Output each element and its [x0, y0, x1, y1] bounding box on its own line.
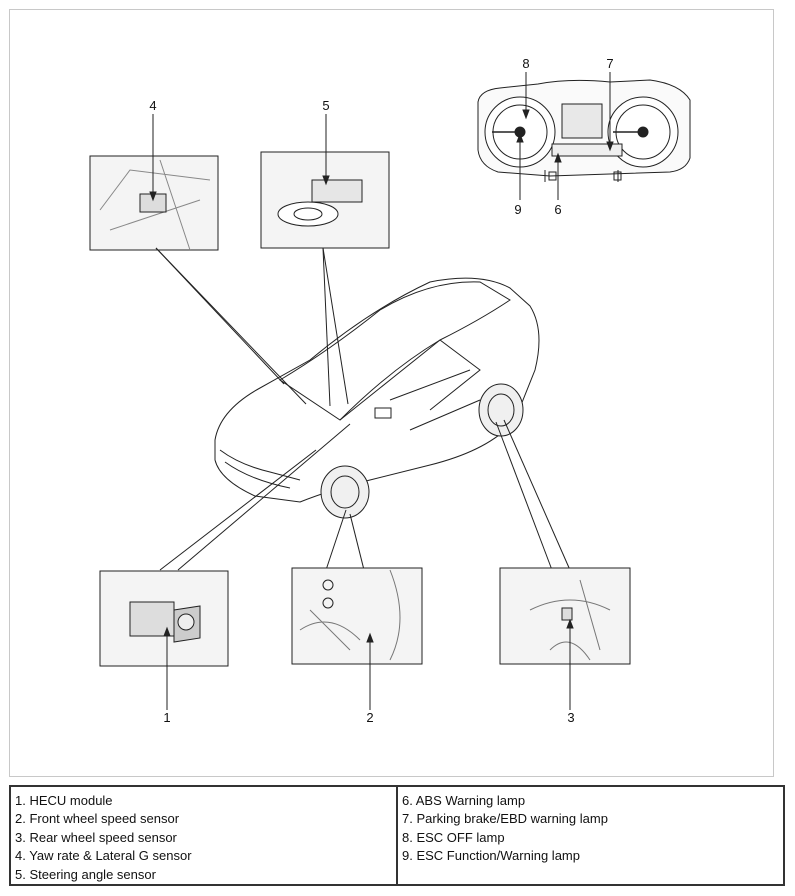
callout-4: 4	[149, 98, 156, 113]
legend-item: 6. ABS Warning lamp	[402, 793, 526, 808]
callout-3: 3	[567, 710, 574, 725]
callout-1: 1	[163, 710, 170, 725]
vehicle-illustration	[214, 277, 540, 519]
instrument-cluster	[477, 79, 691, 182]
legend-table: 1. HECU module 2. Front wheel speed sens…	[9, 785, 785, 886]
legend-column-right: 6. ABS Warning lamp 7. Parking brake/EBD…	[396, 787, 783, 884]
legend-item: 3. Rear wheel speed sensor	[15, 829, 177, 845]
callout-5: 5	[322, 98, 329, 113]
legend-item: 8. ESC OFF lamp	[402, 829, 505, 845]
hecu-box	[99, 570, 229, 667]
legend-item: 1. HECU module	[15, 793, 113, 808]
legend-item: 7. Parking brake/EBD warning lamp	[402, 811, 608, 827]
legend-item: 9. ESC Function/Warning lamp	[402, 848, 580, 864]
callout-2: 2	[366, 710, 373, 725]
front-wheel-sensor-box	[291, 567, 423, 665]
callout-8: 8	[522, 56, 529, 71]
legend-item: 2. Front wheel speed sensor	[15, 811, 180, 827]
legend-item: 4. Yaw rate & Lateral G sensor	[15, 848, 192, 864]
callout-6: 6	[554, 202, 561, 217]
legend-column-left: 1. HECU module 2. Front wheel speed sens…	[11, 787, 396, 884]
legend-item: 5. Steering angle sensor	[15, 866, 156, 882]
component-location-diagram: 4 5 8 7 9 6 1 2 3	[9, 9, 774, 777]
callout-9: 9	[514, 202, 521, 217]
callout-7: 7	[606, 56, 613, 71]
